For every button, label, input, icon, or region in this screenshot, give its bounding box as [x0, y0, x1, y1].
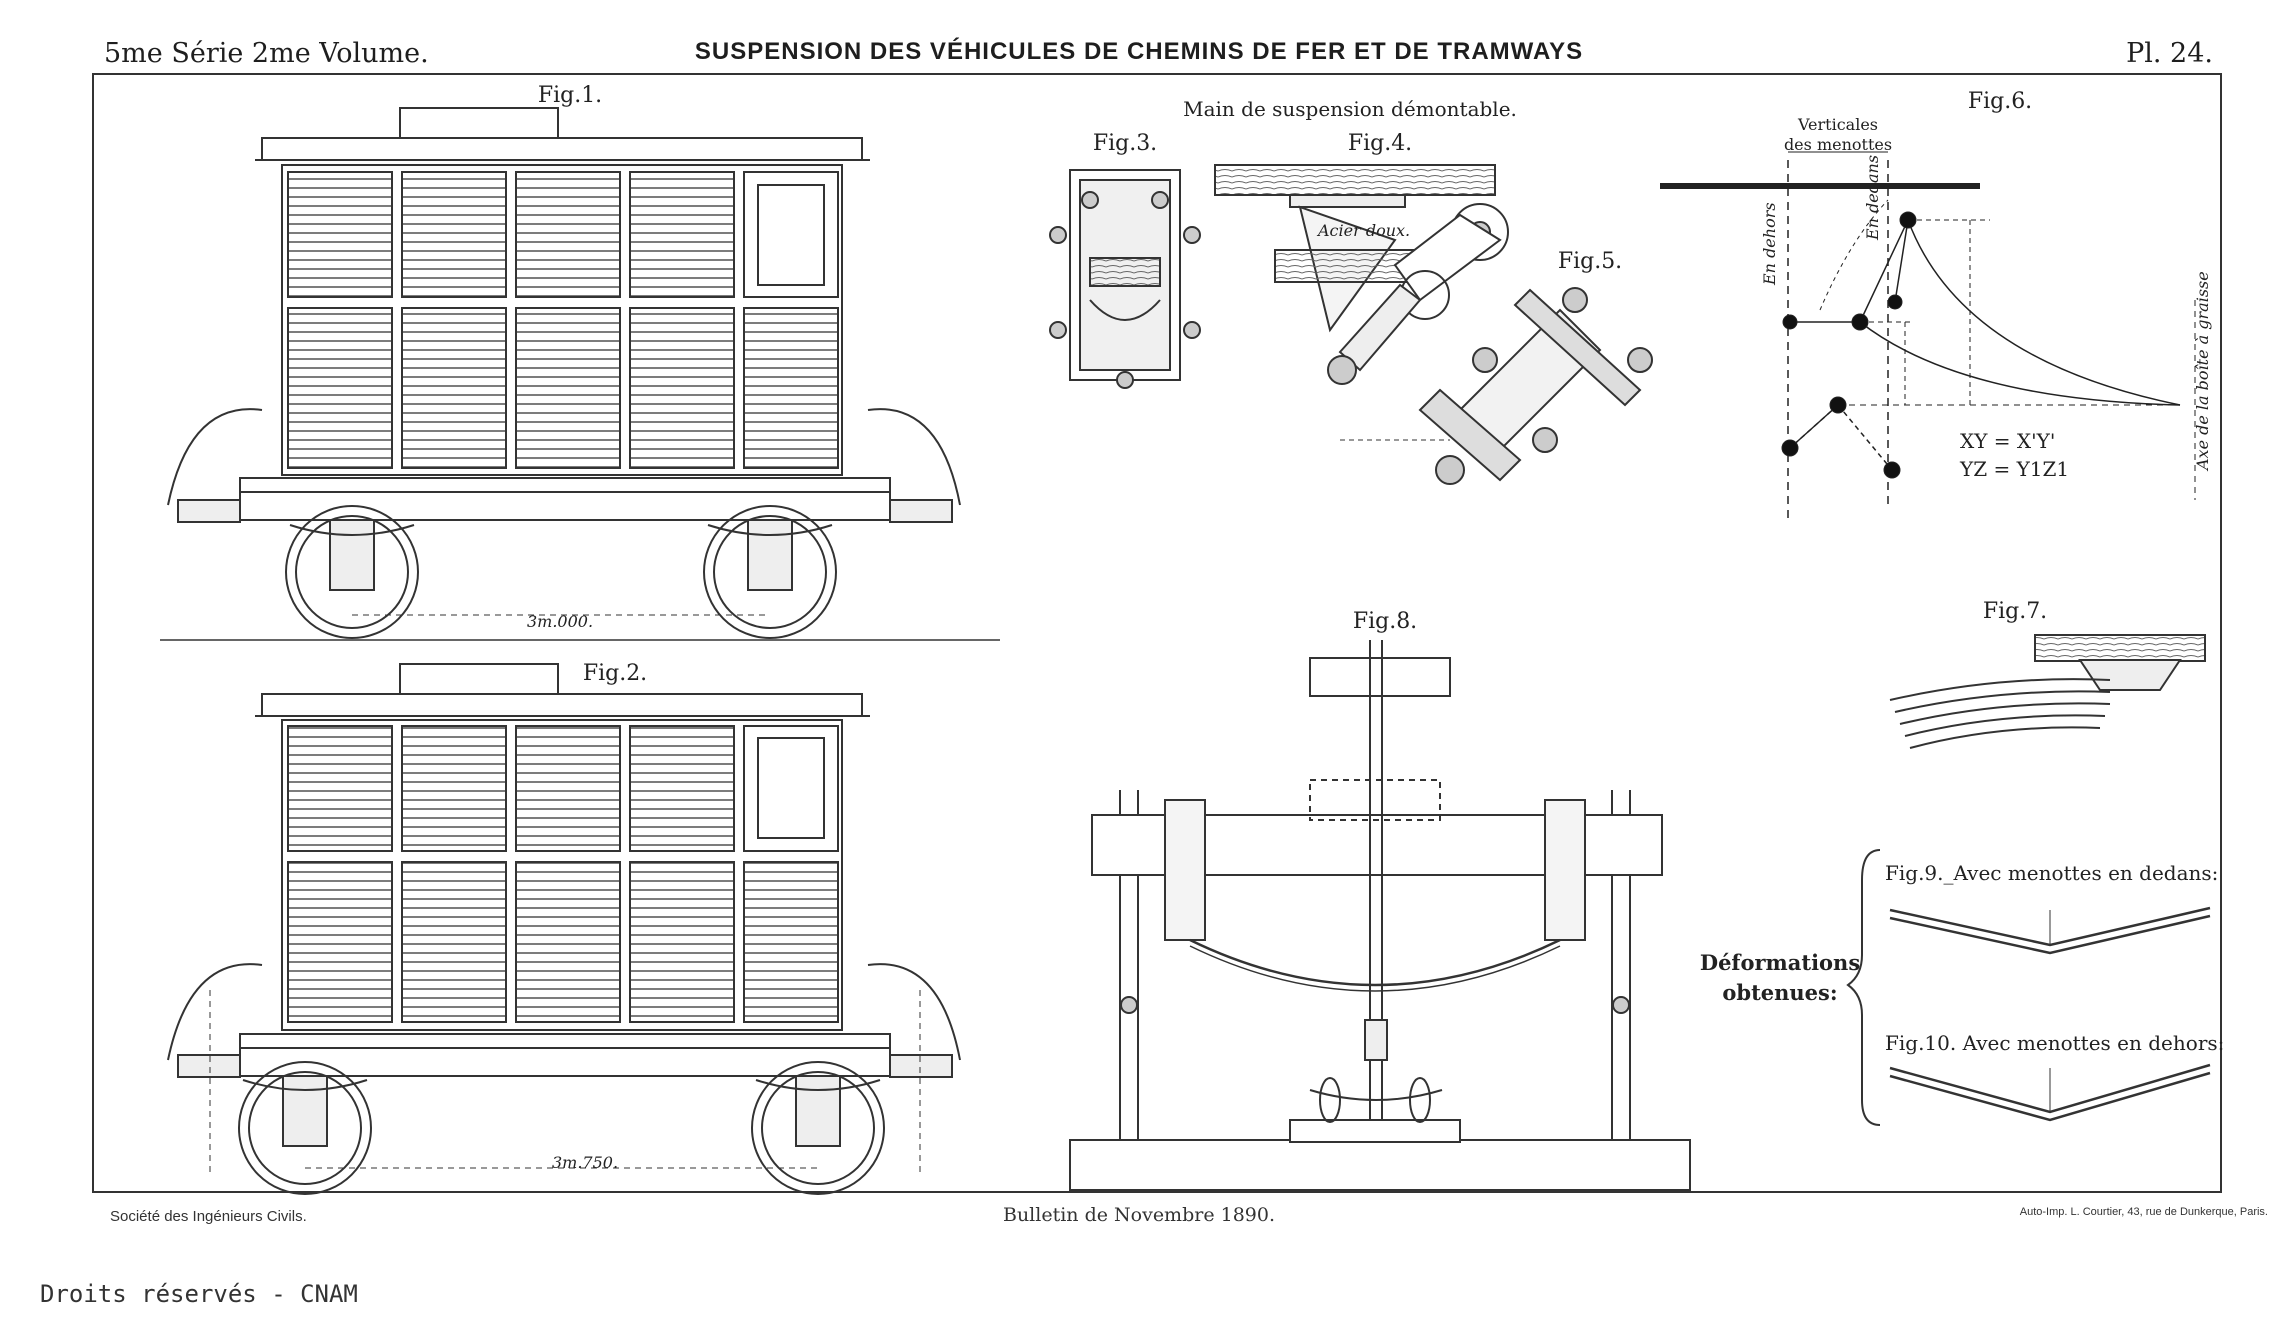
fig1-label: Fig.1.	[538, 83, 602, 108]
footer-printer: Auto-Imp. L. Courtier, 43, rue de Dunker…	[2019, 1206, 2268, 1218]
fig10-label: Fig.10. Avec menottes en dehors:	[1885, 1031, 2224, 1055]
fig6-verticales-line2: des menottes	[1784, 135, 1892, 154]
fig2-dimension: 3m.750.	[552, 1153, 618, 1172]
fig9-deformed-spring-inside	[1889, 906, 2211, 955]
fig2-wagon-elevation	[167, 663, 961, 1195]
deformations-label-line1: Déformations	[1700, 950, 1860, 975]
fig6-equation-yz: YZ = Y1Z1	[1959, 457, 2069, 481]
fig3-label: Fig.3.	[1093, 131, 1157, 156]
fig2-label: Fig.2.	[583, 661, 647, 686]
fig6-en-dehors: En dehors	[1760, 202, 1779, 286]
fig7-spring-detail	[1889, 634, 2206, 749]
deformations-label-line2: obtenues:	[1722, 980, 1837, 1005]
footer-society: Société des Ingénieurs Civils.	[110, 1208, 307, 1225]
fig8-test-frame	[1069, 640, 1691, 1191]
plate-border	[92, 73, 2222, 1193]
fig6-label: Fig.6.	[1968, 89, 2032, 114]
fig6-equation-xy: XY = X'Y'	[1960, 429, 2055, 453]
fig9-label: Fig.9._Avec menottes en dedans:	[1885, 861, 2218, 885]
footer-bulletin: Bulletin de Novembre 1890.	[1002, 1204, 1275, 1226]
fig5-suspension-hand-perspective	[1418, 287, 1653, 485]
fig6-axe-boite: Axe de la boîte à graisse	[2193, 271, 2212, 472]
suspension-hand-title: Main de suspension démontable.	[1183, 97, 1517, 121]
fig1-wagon-elevation	[160, 107, 1000, 641]
fig5-label: Fig.5.	[1558, 249, 1622, 274]
deformation-bracket	[1846, 849, 1881, 1126]
fig8-label: Fig.8.	[1353, 609, 1417, 634]
header-title: SUSPENSION DES VÉHICULES DE CHEMINS DE F…	[694, 38, 1584, 65]
rights-credit: Droits réservés - CNAM	[40, 1280, 358, 1308]
fig6-geometry-diagram	[1660, 151, 2196, 520]
header-plate-number: Pl. 24.	[2126, 38, 2213, 69]
fig4-suspension-hand-side	[1214, 164, 1509, 441]
fig6-en-dedans: En dedans	[1863, 155, 1882, 241]
fig3-suspension-hand-front	[1049, 169, 1201, 389]
fig6-verticales-line1: Verticales	[1797, 115, 1878, 134]
fig4-label: Fig.4.	[1348, 131, 1412, 156]
fig7-label: Fig.7.	[1983, 599, 2047, 624]
fig10-deformed-spring-outside	[1889, 1063, 2211, 1122]
fig4-note-acier-doux: Acier doux.	[1316, 221, 1410, 240]
fig1-dimension: 3m.000.	[527, 612, 593, 631]
header-series-volume: 5me Série 2me Volume.	[104, 38, 429, 69]
